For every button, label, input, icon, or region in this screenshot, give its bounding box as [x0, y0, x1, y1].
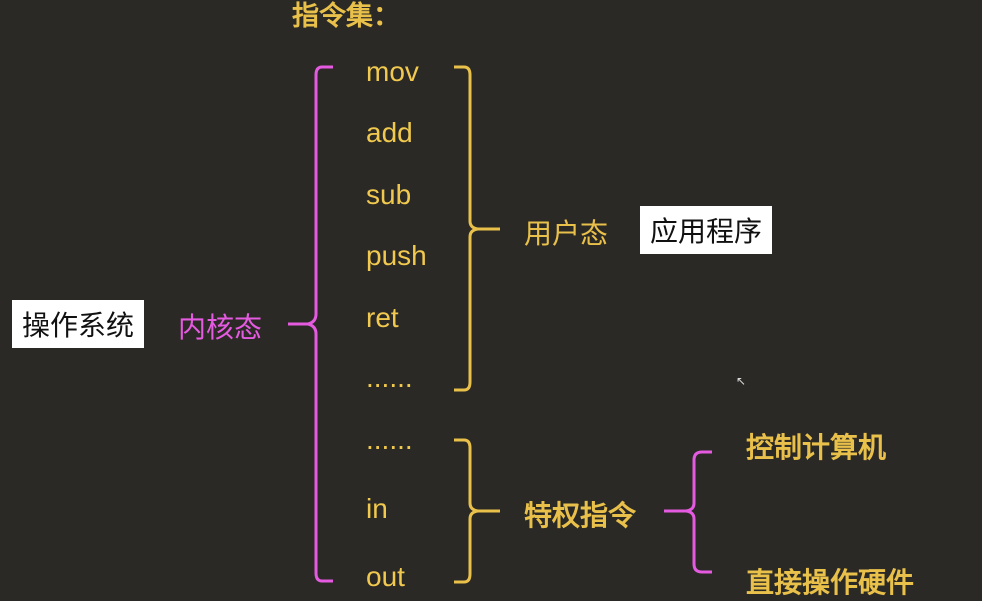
kernel-mode-label: 内核态: [178, 311, 263, 344]
operating-system-label: 操作系统: [12, 300, 145, 348]
instr-ellipsis-user: ......: [366, 362, 413, 393]
instruction-set-title: 指令集：: [292, 1, 400, 32]
control-computer-label: 控制计算机: [746, 431, 887, 464]
application-label: 应用程序: [640, 206, 773, 254]
kernel-bracket: [288, 65, 333, 583]
instr-out: out: [366, 561, 405, 592]
instr-ret: ret: [366, 302, 399, 333]
user-mode-label: 用户态: [524, 217, 609, 250]
instr-ellipsis-priv: ......: [366, 424, 413, 455]
instr-add: add: [366, 117, 413, 148]
privileged-instruction-label: 特权指令: [524, 499, 637, 532]
mouse-cursor-icon: ↖: [736, 374, 747, 388]
instr-sub: sub: [366, 179, 412, 210]
instr-in: in: [366, 493, 388, 524]
privileged-bracket: [454, 438, 500, 584]
privileged-outcome-bracket: [664, 450, 712, 574]
direct-hardware-label: 直接操作硬件: [746, 566, 915, 599]
user-bracket: [454, 65, 500, 392]
instr-mov: mov: [366, 56, 419, 87]
instr-push: push: [366, 240, 427, 271]
